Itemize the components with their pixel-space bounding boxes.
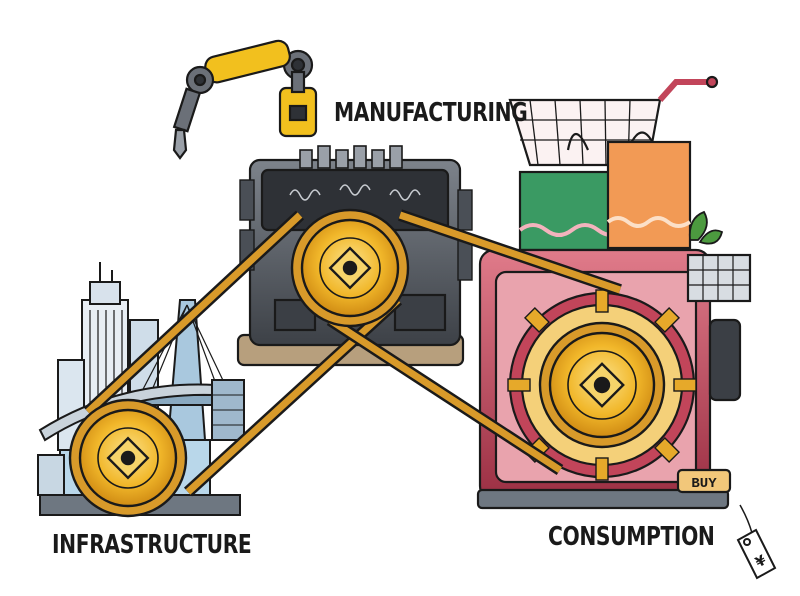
price-tag: ¥ xyxy=(736,504,777,580)
consumption-label: CONSUMPTION xyxy=(548,522,715,552)
gear-consumption xyxy=(538,321,666,449)
robot-arm xyxy=(172,39,318,160)
drive-belts xyxy=(83,209,622,497)
shopping-bag-orange xyxy=(606,131,692,250)
shopping-bag-green xyxy=(518,132,626,252)
gear-manufacturing xyxy=(290,208,410,328)
infrastructure-label: INFRASTRUCTURE xyxy=(52,530,252,560)
plant-leaves xyxy=(688,210,724,245)
buy-sign: BUY xyxy=(691,476,717,492)
gear-infrastructure xyxy=(68,398,188,518)
manufacturing-label: MANUFACTURING xyxy=(334,98,528,128)
